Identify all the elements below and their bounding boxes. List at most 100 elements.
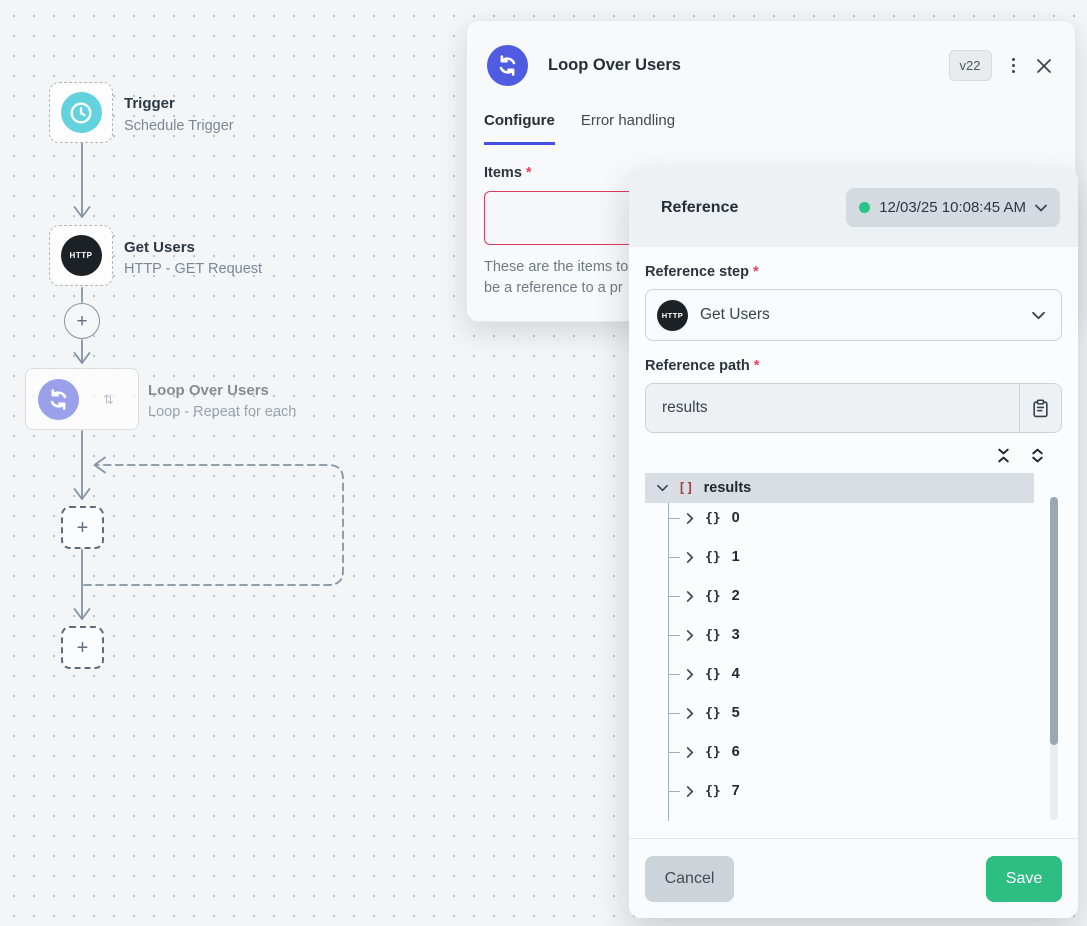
tree-connector xyxy=(669,556,680,558)
reference-step-select[interactable]: HTTP Get Users xyxy=(645,289,1062,341)
chevron-down-icon xyxy=(1032,311,1045,319)
add-step-circle-button[interactable]: + xyxy=(64,303,100,339)
tree-row-item-2[interactable]: {} 2 xyxy=(669,581,1062,611)
schedule-trigger-icon xyxy=(60,92,102,133)
tree-row-item-0[interactable]: {} 0 xyxy=(669,503,1062,533)
node-loop-title: Loop Over Users xyxy=(148,382,269,399)
add-step-after-loop-button[interactable]: + xyxy=(61,626,104,669)
tree-item-label: 7 xyxy=(731,783,740,799)
node-trigger[interactable] xyxy=(49,82,113,143)
kebab-menu-icon[interactable] xyxy=(1008,54,1020,78)
http-icon: HTTP xyxy=(60,235,102,276)
plus-icon: + xyxy=(76,636,89,659)
expand-all-icon[interactable] xyxy=(1031,448,1044,463)
tree-toolbar xyxy=(645,448,1062,463)
loop-icon xyxy=(487,45,528,86)
json-tree: [] results {}0{}1{}2{}3{}4{}5{}6{}7 xyxy=(645,473,1062,821)
object-icon: {} xyxy=(705,588,721,604)
chevron-right-icon xyxy=(686,590,694,602)
tree-scrollbar[interactable] xyxy=(1050,497,1058,820)
object-icon: {} xyxy=(705,666,721,682)
object-icon: {} xyxy=(705,783,721,799)
reference-step-value: Get Users xyxy=(700,306,770,323)
object-icon: {} xyxy=(705,627,721,643)
chevron-right-icon xyxy=(686,629,694,641)
tab-configure[interactable]: Configure xyxy=(484,112,555,145)
chevron-down-icon xyxy=(1035,204,1047,211)
tree-row-item-7[interactable]: {} 7 xyxy=(669,776,1062,806)
required-asterisk: * xyxy=(525,165,532,181)
array-icon: [] xyxy=(678,480,694,496)
cancel-button[interactable]: Cancel xyxy=(645,855,734,902)
node-loop[interactable]: ⇅ xyxy=(25,368,139,430)
node-get-users-subtitle: HTTP - GET Request xyxy=(124,261,263,277)
chevron-right-icon xyxy=(686,707,694,719)
tree-root-label: results xyxy=(703,480,752,496)
save-button[interactable]: Save xyxy=(986,855,1062,902)
reference-panel-header: Reference 12/03/25 10:08:45 AM xyxy=(629,168,1078,247)
tab-error-handling[interactable]: Error handling xyxy=(580,112,676,129)
run-timestamp: 12/03/25 10:08:45 AM xyxy=(879,199,1026,216)
reference-path-input[interactable] xyxy=(646,384,1019,432)
tree-row-item-1[interactable]: {} 1 xyxy=(669,542,1062,572)
close-icon[interactable] xyxy=(1035,57,1053,75)
run-selector-dropdown[interactable]: 12/03/25 10:08:45 AM xyxy=(846,188,1060,227)
tree-item-label: 1 xyxy=(731,549,740,565)
required-asterisk: * xyxy=(753,358,760,374)
reference-path-label: Reference path * xyxy=(645,358,760,374)
chevron-right-icon xyxy=(686,668,694,680)
object-icon: {} xyxy=(705,510,721,526)
tree-row-item-4[interactable]: {}4 xyxy=(669,659,1062,689)
tree-connector xyxy=(669,751,680,753)
plus-icon: + xyxy=(76,310,88,332)
modal-header: Loop Over Users v22 xyxy=(467,21,1075,86)
tree-children: {}0{}1{}2{}3{}4{}5{}6{}7 xyxy=(668,503,1062,821)
version-badge[interactable]: v22 xyxy=(948,50,992,81)
add-step-in-loop-button[interactable]: + xyxy=(61,506,104,549)
items-helper-text: These are the items to be a reference to… xyxy=(484,259,629,297)
node-trigger-subtitle: Schedule Trigger xyxy=(124,118,234,134)
chevron-right-icon xyxy=(686,512,694,524)
object-icon: {} xyxy=(705,744,721,760)
chevron-right-icon xyxy=(686,785,694,797)
object-icon: {} xyxy=(705,705,721,721)
reference-panel: Reference 12/03/25 10:08:45 AM Reference… xyxy=(629,168,1078,918)
tree-item-label: 2 xyxy=(731,588,740,604)
scrollbar-thumb[interactable] xyxy=(1050,497,1058,745)
plus-icon: + xyxy=(76,516,89,539)
tree-row-results[interactable]: [] results xyxy=(645,473,1034,503)
tree-connector xyxy=(669,712,680,714)
reference-step-label: Reference step * xyxy=(645,264,759,280)
chevron-down-icon xyxy=(657,484,668,492)
sort-arrows-icon: ⇅ xyxy=(103,391,114,407)
clipboard-icon xyxy=(1033,398,1048,417)
modal-tabs: Configure Error handling xyxy=(467,112,1075,145)
required-asterisk: * xyxy=(753,264,759,280)
node-loop-subtitle: Loop - Repeat for each xyxy=(148,404,297,420)
tree-row-item-6[interactable]: {}6 xyxy=(669,737,1062,767)
tree-connector xyxy=(669,673,680,675)
object-icon: {} xyxy=(705,549,721,565)
chevron-right-icon xyxy=(686,746,694,758)
tree-item-label: 5 xyxy=(731,705,740,721)
node-get-users[interactable]: HTTP xyxy=(49,225,113,286)
tree-row-item-3[interactable]: {} 3 xyxy=(669,620,1062,650)
reference-title: Reference xyxy=(661,198,739,216)
tree-item-label: 0 xyxy=(731,510,740,526)
chevron-right-icon xyxy=(686,551,694,563)
tree-row-item-5[interactable]: {} 5 xyxy=(669,698,1062,728)
status-dot-icon xyxy=(859,202,871,213)
tree-connector xyxy=(669,595,680,597)
tree-connector xyxy=(669,634,680,636)
items-label: Items * xyxy=(484,165,532,181)
collapse-all-icon[interactable] xyxy=(997,448,1010,463)
http-icon: HTTP xyxy=(657,299,688,331)
copy-path-button[interactable] xyxy=(1019,384,1061,432)
node-get-users-title: Get Users xyxy=(124,239,195,256)
modal-title: Loop Over Users xyxy=(548,56,681,74)
reference-panel-footer: Cancel Save xyxy=(629,838,1078,918)
tree-connector xyxy=(669,790,680,792)
node-trigger-title: Trigger xyxy=(124,95,175,112)
tree-item-label: 3 xyxy=(731,627,740,643)
